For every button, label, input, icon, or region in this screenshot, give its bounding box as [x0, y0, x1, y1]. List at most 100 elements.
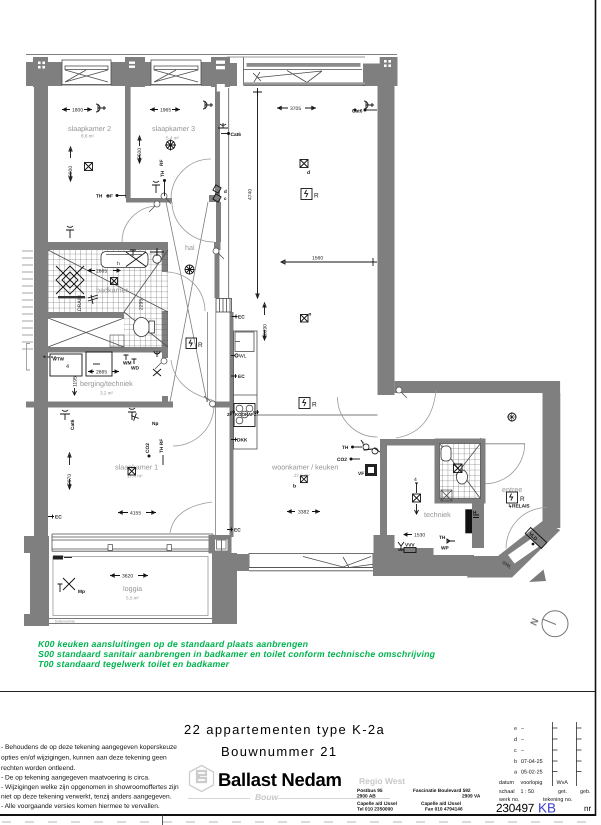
svg-text:4740: 4740: [248, 189, 254, 200]
svg-text:DRAIN: DRAIN: [77, 295, 83, 311]
svg-text:230497: 230497: [496, 801, 534, 815]
svg-text:d: d: [514, 737, 517, 743]
svg-text:TH: TH: [342, 445, 349, 451]
svg-text:hal: hal: [185, 243, 195, 252]
svg-text:d: d: [224, 189, 227, 194]
svg-text:- Wijzigingen welke zijn opgen: - Wijzigingen welke zijn opgenomen in sh…: [1, 784, 179, 791]
svg-text:schaal: schaal: [499, 789, 515, 795]
svg-text:–: –: [521, 737, 524, 743]
svg-text:S00 standaard sanitair aanbren: S00 standaard sanitair aanbrengen in bad…: [38, 649, 436, 659]
svg-text:techniek: techniek: [424, 510, 451, 519]
svg-text:T00 standaard tegelwerk toilet: T00 standaard tegelwerk toilet en badkam…: [38, 659, 230, 669]
svg-text:K00 keuken aansluitingen op de: K00 keuken aansluitingen op de standaard…: [38, 639, 308, 649]
svg-text:tekening no.: tekening no.: [543, 797, 572, 803]
svg-text:EC: EC: [55, 515, 62, 521]
svg-text:WL: WL: [239, 354, 247, 360]
svg-text:EC: EC: [238, 315, 245, 321]
svg-text:2295: 2295: [139, 299, 145, 310]
svg-text:3,2 m²: 3,2 m²: [100, 391, 113, 396]
svg-text:niet op deze tekening verwerkt: niet op deze tekening verwerkt, tenzij a…: [1, 794, 172, 801]
svg-text:N: N: [529, 617, 542, 628]
svg-text:VF: VF: [358, 471, 364, 477]
svg-text:Mp: Mp: [78, 589, 85, 595]
svg-text:loggia: loggia: [123, 584, 142, 593]
svg-text:R: R: [198, 342, 203, 349]
svg-text:Postbus 95: Postbus 95: [357, 788, 383, 794]
svg-text:1560: 1560: [312, 256, 323, 262]
svg-text:badkamer: badkamer: [96, 286, 129, 295]
svg-text:Regio West: Regio West: [359, 776, 405, 786]
svg-text:3705: 3705: [290, 106, 301, 112]
svg-text:22 appartementen type K-2a: 22 appartementen type K-2a: [184, 722, 385, 737]
svg-text:buitenruimte: buitenruimte: [55, 620, 75, 624]
svg-text:R: R: [312, 402, 317, 409]
svg-text:n: n: [309, 312, 312, 317]
svg-text:2900 AB: 2900 AB: [357, 794, 376, 800]
svg-text:geb.: geb.: [580, 789, 591, 795]
svg-text:AFZ: AFZ: [248, 412, 257, 417]
svg-text:4155: 4155: [130, 511, 141, 517]
svg-text:WD: WD: [131, 366, 140, 372]
svg-text:CO2: CO2: [145, 443, 151, 453]
svg-text:2970: 2970: [67, 474, 73, 485]
svg-text:Bouwnummer 21: Bouwnummer 21: [221, 744, 337, 759]
svg-text:c: c: [224, 196, 227, 201]
svg-text:Fascinatie Boulevard 592: Fascinatie Boulevard 592: [413, 788, 471, 794]
svg-text:1965: 1965: [160, 108, 171, 114]
svg-text:VLD: VLD: [527, 531, 539, 542]
svg-text:datum: datum: [499, 780, 514, 786]
svg-text:§: §: [362, 441, 365, 446]
svg-text:2F: 2F: [227, 412, 232, 417]
svg-text:5,5 m²: 5,5 m²: [126, 596, 139, 601]
svg-text:–: –: [521, 748, 524, 754]
svg-text:4: 4: [414, 477, 417, 483]
svg-text:3382: 3382: [298, 510, 309, 516]
svg-text:Cat6: Cat6: [231, 132, 242, 138]
svg-text:R: R: [520, 496, 525, 503]
svg-text:KB: KB: [538, 801, 556, 816]
svg-text:↳RELAIS: ↳RELAIS: [508, 504, 530, 510]
svg-text:Bouw: Bouw: [255, 792, 280, 802]
svg-text:3000: 3000: [68, 166, 74, 177]
svg-text:10890: 10890: [263, 324, 269, 338]
svg-text:voorlopig: voorlopig: [521, 780, 543, 786]
svg-text:WP: WP: [441, 546, 450, 552]
svg-text:07-04-25: 07-04-25: [521, 759, 543, 765]
svg-text:5,4 m²: 5,4 m²: [166, 136, 179, 141]
svg-text:1 : 50: 1 : 50: [521, 789, 535, 795]
svg-text:werk no.: werk no.: [498, 797, 519, 803]
svg-text:Tel 010 2350000: Tel 010 2350000: [357, 807, 393, 813]
svg-text:Fax 010 4794146: Fax 010 4794146: [425, 807, 463, 813]
svg-text:berging/techniek: berging/techniek: [80, 379, 133, 388]
svg-text:TH: TH: [96, 194, 103, 200]
svg-text:b: b: [514, 759, 517, 765]
svg-text:2665: 2665: [96, 269, 107, 275]
svg-text:1195: 1195: [73, 376, 79, 387]
svg-text:05-02-25: 05-02-25: [521, 770, 543, 776]
svg-text:8,6 m²: 8,6 m²: [81, 134, 94, 139]
svg-text:4: 4: [66, 364, 69, 370]
svg-text:DKK: DKK: [237, 438, 248, 444]
svg-text:RF: RF: [159, 160, 165, 166]
svg-text:3620: 3620: [122, 574, 133, 580]
svg-text:h: h: [117, 261, 120, 267]
svg-text:–: –: [521, 726, 524, 732]
svg-text:Capelle a/d IJssel: Capelle a/d IJssel: [357, 801, 397, 807]
svg-text:slaapkamer 1: slaapkamer 1: [115, 463, 158, 472]
svg-text:Capelle a/d IJssel: Capelle a/d IJssel: [421, 801, 461, 807]
svg-text:woonkamer / keuken: woonkamer / keuken: [271, 463, 338, 472]
svg-text:TH RF: TH RF: [159, 439, 165, 453]
svg-text:R: R: [314, 193, 319, 200]
svg-text:❀F: ❀F: [106, 194, 113, 200]
svg-text:slaapkamer 2: slaapkamer 2: [68, 124, 111, 133]
svg-text:1800: 1800: [72, 108, 83, 114]
svg-text:EC: EC: [234, 528, 241, 534]
svg-text:1530: 1530: [414, 533, 425, 539]
svg-text:nr: nr: [584, 804, 591, 813]
svg-text:Ballast Nedam: Ballast Nedam: [218, 769, 342, 790]
svg-text:17,4 m²: 17,4 m²: [127, 474, 143, 479]
svg-text:2500: 2500: [137, 148, 143, 159]
svg-text:opties en/of wijzigingen, kunn: opties en/of wijzigingen, kunnen aan dez…: [1, 755, 167, 762]
svg-text:◎WL: ◎WL: [501, 559, 513, 570]
svg-text:rechten worden ontleend.: rechten worden ontleend.: [1, 765, 76, 772]
